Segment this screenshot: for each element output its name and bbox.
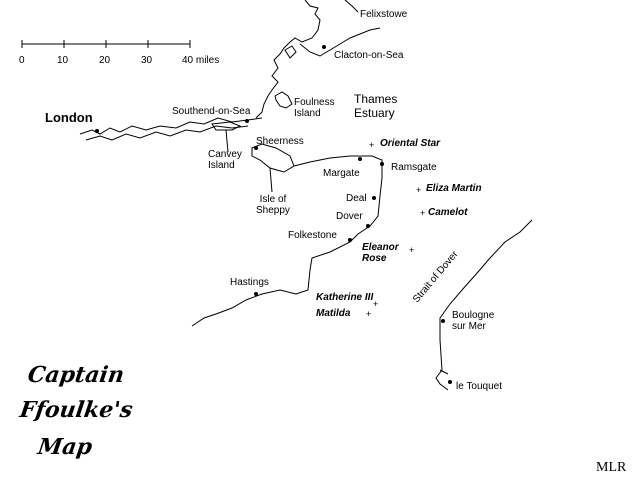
label-oriental-star: Oriental Star bbox=[380, 138, 441, 149]
label-katherine-iii: Katherine III bbox=[316, 292, 374, 303]
dover-dot bbox=[366, 224, 370, 228]
london-dot bbox=[95, 129, 99, 133]
label-camelot: Camelot bbox=[428, 207, 468, 218]
label-canvey: Canvey Island bbox=[208, 149, 242, 171]
margate-dot bbox=[358, 157, 362, 161]
french-coast bbox=[435, 219, 533, 391]
label-deal: Deal bbox=[346, 193, 367, 204]
label-foulness: Foulness Island bbox=[294, 97, 335, 119]
label-eleanor-rose: Eleanor Rose bbox=[362, 242, 399, 264]
label-hastings: Hastings bbox=[230, 277, 269, 288]
label-thames-estuary: Thames Estuary bbox=[354, 92, 398, 120]
label-southend: Southend-on-Sea bbox=[172, 106, 251, 117]
ramsgate-dot bbox=[380, 162, 384, 166]
label-dover: Dover bbox=[336, 211, 363, 222]
touquet-dot bbox=[448, 380, 452, 384]
label-margate: Margate bbox=[323, 168, 360, 179]
label-le-touquet: le Touquet bbox=[456, 381, 502, 392]
signature: MLR bbox=[596, 460, 627, 475]
label-sheerness: Sheerness bbox=[256, 136, 304, 147]
sheerness-dot bbox=[254, 146, 258, 150]
label-folkestone: Folkestone bbox=[288, 230, 337, 241]
label-felixstowe: Felixstowe bbox=[360, 9, 408, 20]
label-boulogne: Boulogne sur Mer bbox=[452, 310, 495, 332]
kent-coast bbox=[191, 155, 383, 327]
marker-oriental-star: + bbox=[369, 140, 375, 150]
essex-coast bbox=[255, 0, 321, 119]
folkestone-dot bbox=[348, 238, 352, 242]
marker-matilda: + bbox=[366, 309, 372, 319]
label-london: London bbox=[45, 110, 93, 125]
label-sheppy: Isle of Sheppy bbox=[256, 194, 290, 216]
scale-label-10: 10 bbox=[57, 55, 69, 66]
scale-bar bbox=[21, 40, 191, 48]
label-ramsgate: Ramsgate bbox=[391, 162, 437, 173]
marker-eleanor-rose: + bbox=[409, 245, 415, 255]
scale-label-0: 0 bbox=[19, 55, 25, 66]
scale-label-40-miles: 40 miles bbox=[182, 55, 220, 66]
label-clacton: Clacton-on-Sea bbox=[334, 50, 404, 61]
canvey-island bbox=[211, 121, 242, 131]
marker-camelot: + bbox=[420, 208, 426, 218]
isle-of-sheppy bbox=[251, 143, 295, 173]
southend-dot bbox=[245, 119, 249, 123]
boulogne-dot bbox=[441, 319, 445, 323]
scale-label-20: 20 bbox=[99, 55, 111, 66]
map-title-line3: Map bbox=[36, 434, 94, 460]
map-title-line2: Ffoulke's bbox=[18, 397, 135, 423]
map-title-line1: Captain bbox=[26, 362, 126, 388]
marker-eliza-martin: + bbox=[416, 185, 422, 195]
clacton-dot bbox=[322, 45, 326, 49]
marker-katherine-iii: + bbox=[373, 299, 379, 309]
deal-dot bbox=[372, 196, 376, 200]
label-matilda: Matilda bbox=[316, 308, 351, 319]
label-eliza-martin: Eliza Martin bbox=[426, 183, 482, 194]
hastings-dot bbox=[254, 292, 258, 296]
foulness-island bbox=[274, 91, 293, 109]
thames-north-bank bbox=[79, 117, 263, 135]
scale-label-30: 30 bbox=[141, 55, 153, 66]
